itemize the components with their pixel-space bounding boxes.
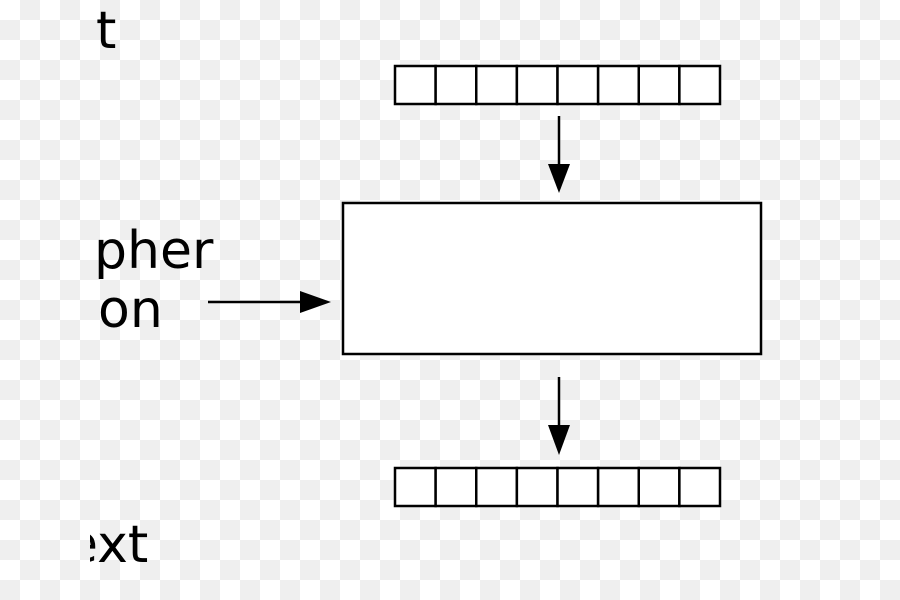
arrow-right-key xyxy=(208,291,331,313)
input-cell xyxy=(515,64,559,106)
bottom-label: ext xyxy=(66,515,148,575)
input-cell xyxy=(637,64,681,106)
central-box xyxy=(341,201,763,356)
output-cell xyxy=(434,466,478,508)
input-cell-block xyxy=(393,64,722,106)
middle-label-line2: on xyxy=(98,280,163,340)
input-cell xyxy=(393,64,437,106)
output-cell xyxy=(596,466,640,508)
middle-label-line1: pher xyxy=(94,221,214,281)
output-cell xyxy=(637,466,681,508)
output-cell-block xyxy=(393,466,722,508)
arrow-down-input xyxy=(548,116,570,193)
output-cell xyxy=(475,466,519,508)
output-cell xyxy=(515,466,559,508)
arrow-down-output xyxy=(548,377,570,455)
input-cell xyxy=(434,64,478,106)
output-cell xyxy=(678,466,722,508)
input-cell xyxy=(556,64,600,106)
output-cell xyxy=(393,466,437,508)
top-label: t xyxy=(96,1,116,61)
input-cell xyxy=(596,64,640,106)
input-cell xyxy=(475,64,519,106)
output-cell xyxy=(556,466,600,508)
input-cell xyxy=(678,64,722,106)
